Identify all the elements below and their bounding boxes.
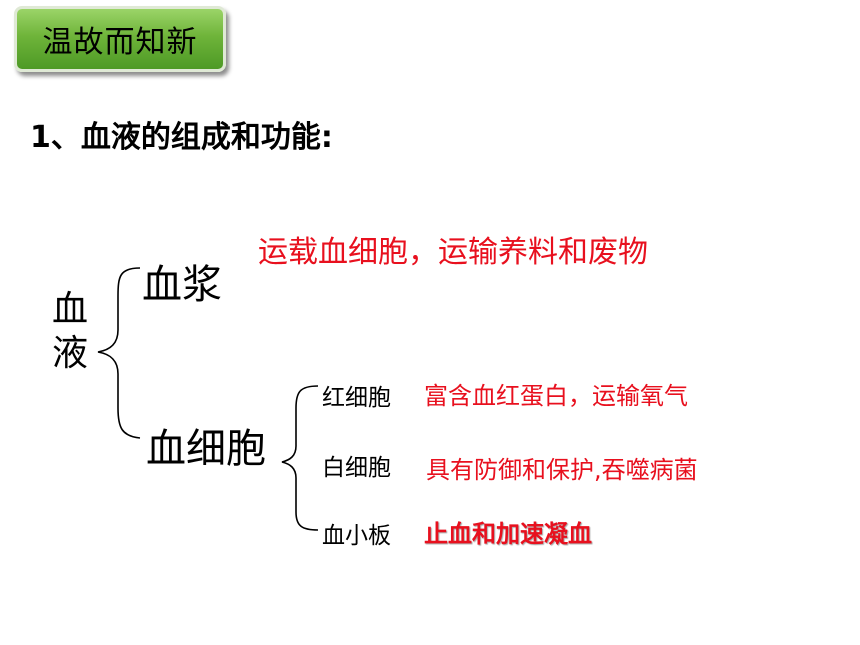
white-cell-label: 白细胞 — [322, 455, 391, 481]
red-cell-label: 红细胞 — [322, 385, 391, 411]
blood-cells-label: 血细胞 — [146, 426, 266, 472]
badge-label: 温故而知新 — [42, 25, 198, 60]
blood-label: 血液 — [52, 289, 89, 374]
platelet-label: 血小板 — [322, 523, 391, 549]
white-cell-function: 具有防御和保护,吞噬病菌 — [426, 456, 698, 484]
cells-brace — [281, 385, 319, 531]
plasma-function: 运载血细胞，运输养料和废物 — [258, 235, 648, 270]
red-cell-function: 富含血红蛋白，运输氧气 — [424, 382, 688, 410]
plasma-label: 血浆 — [142, 262, 222, 308]
main-brace — [97, 267, 141, 439]
platelet-function: 止血和加速凝血 — [424, 520, 592, 548]
section-badge: 温故而知新 — [14, 6, 226, 72]
page-heading: 1、血液的组成和功能: — [30, 120, 333, 155]
